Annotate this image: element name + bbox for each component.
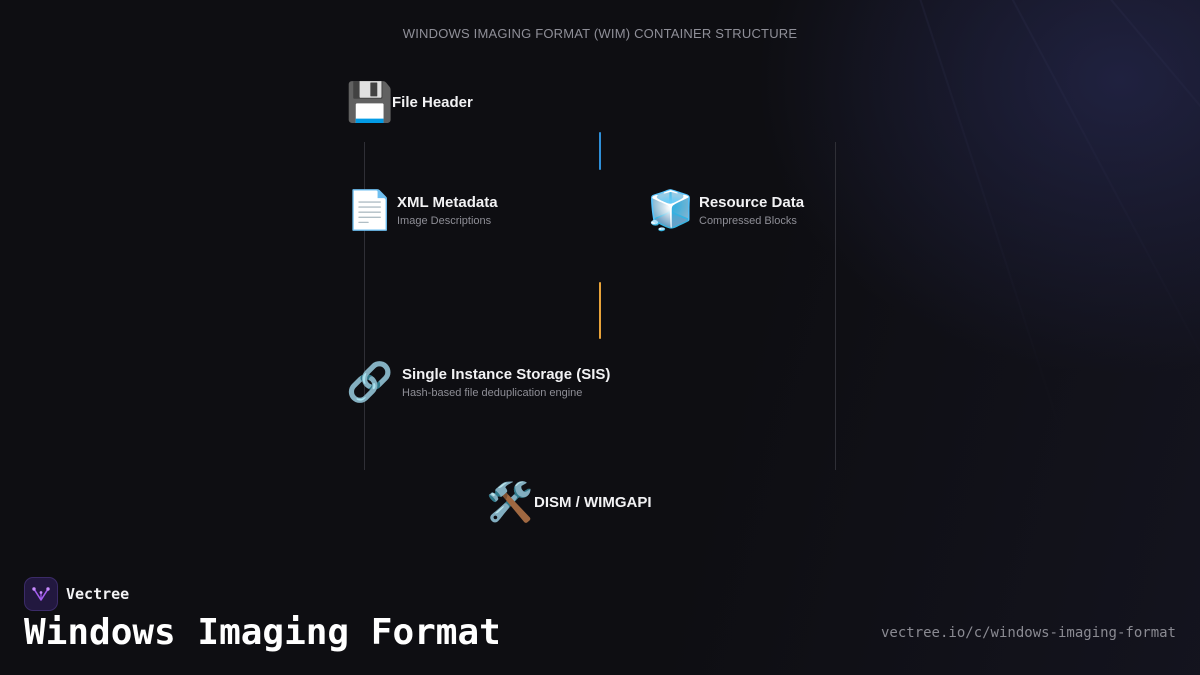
node-sublabel: Compressed Blocks	[699, 214, 797, 227]
connector-data-to-sis	[599, 282, 601, 339]
right-guide-line	[835, 142, 836, 470]
floppy-disk-icon: 💾	[346, 80, 394, 124]
page-url-link[interactable]: vectree.io/c/windows-imaging-format	[880, 625, 1176, 641]
link-icon: 🔗	[346, 360, 394, 404]
vectree-logo-icon	[24, 577, 58, 611]
document-icon: 📄	[346, 188, 394, 232]
node-file-header: 💾 File Header	[346, 80, 473, 124]
node-sublabel: Hash-based file deduplication engine	[402, 386, 583, 399]
brand[interactable]: Vectree	[24, 577, 129, 611]
node-label: XML Metadata	[397, 193, 498, 211]
node-label: Resource Data	[699, 193, 805, 211]
left-guide-line	[364, 142, 365, 470]
node-label: Single Instance Storage (SIS)	[402, 365, 611, 383]
diagram-title: WINDOWS IMAGING FORMAT (WIM) CONTAINER S…	[402, 26, 798, 41]
background-ray	[900, 0, 1063, 435]
node-sis: 🔗 Single Instance Storage (SIS) Hash-bas…	[346, 360, 610, 404]
node-dism: 🛠️ DISM / WIMGAPI	[486, 480, 652, 524]
background-ray	[1060, 0, 1200, 339]
brand-name: Vectree	[66, 585, 130, 603]
node-xml-metadata: 📄 XML Metadata Image Descriptions	[346, 188, 498, 232]
background-ray	[980, 0, 1200, 400]
ice-cube-icon: 🧊	[647, 188, 695, 232]
node-sublabel: Image Descriptions	[397, 214, 492, 227]
node-resource-data: 🧊 Resource Data Compressed Blocks	[647, 188, 804, 232]
node-label: DISM / WIMGAPI	[534, 493, 652, 511]
tools-icon: 🛠️	[486, 480, 534, 524]
node-label: File Header	[392, 93, 473, 111]
page-title: Windows Imaging Format	[24, 612, 501, 653]
connector-header-to-data	[599, 132, 601, 170]
